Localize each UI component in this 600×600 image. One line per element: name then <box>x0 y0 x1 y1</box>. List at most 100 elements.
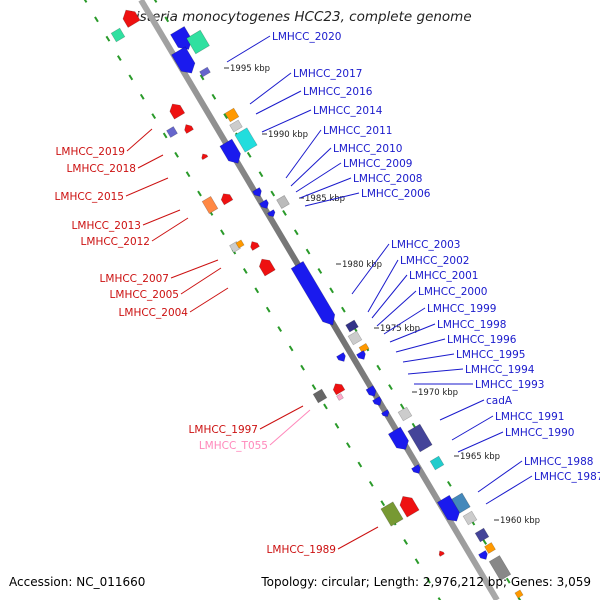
gene-feature <box>387 426 409 450</box>
gene-feature-shape <box>381 409 390 417</box>
leader-line <box>180 267 222 295</box>
gene-feature-shape <box>356 350 366 360</box>
tick-dot <box>517 597 522 600</box>
gene-feature <box>411 464 421 474</box>
gene-feature-shape <box>171 46 196 74</box>
leader-line <box>367 259 399 313</box>
tick-dot <box>482 539 488 545</box>
leader-line <box>249 72 292 105</box>
gene-feature-shape <box>488 555 512 581</box>
gene-label-minus: LMHCC_2015 <box>55 191 124 203</box>
leader-line <box>304 192 360 207</box>
gene-feature-shape <box>436 494 460 522</box>
gene-feature <box>110 27 126 43</box>
gene-feature-shape <box>186 29 210 55</box>
gene-label-plus: LMHCC_1999 <box>427 303 496 315</box>
leader-line <box>395 338 446 353</box>
gene-feature-shape <box>224 107 240 123</box>
gene-feature-shape <box>199 66 211 78</box>
gene-feature-shape <box>220 193 234 206</box>
gene-feature-shape <box>166 126 178 138</box>
gene-feature <box>365 385 377 397</box>
gene-feature-shape <box>110 27 126 43</box>
gene-feature <box>199 66 211 78</box>
tick-dot <box>185 171 191 178</box>
tick-dot <box>282 209 287 216</box>
leader-line <box>351 243 390 295</box>
tick-dot <box>223 113 228 120</box>
leader-line <box>137 154 164 169</box>
gene-label-plus: LMHCC_2010 <box>333 143 402 155</box>
gene-feature-shape <box>399 496 420 518</box>
tick-dot <box>414 558 420 565</box>
gene-feature <box>474 527 490 543</box>
tick-dot <box>305 248 311 255</box>
tick-label: 1960 kbp <box>500 516 540 526</box>
leader-line <box>451 415 494 441</box>
gene-feature <box>356 350 366 360</box>
tick-dot <box>128 74 134 81</box>
tick-dot <box>357 461 363 468</box>
tick-dot <box>426 577 431 584</box>
tick-dot <box>376 364 382 371</box>
gene-label-minus: LMHCC_2005 <box>110 289 179 301</box>
tick-dot <box>83 0 88 3</box>
leader-line <box>485 475 533 505</box>
gene-feature <box>381 409 390 417</box>
gene-feature <box>372 396 382 406</box>
gene-feature <box>397 406 413 422</box>
gene-label-plus: LMHCC_2020 <box>272 31 341 43</box>
leader-line <box>376 290 417 327</box>
gene-feature <box>184 124 194 134</box>
leader-line <box>226 35 271 63</box>
leader-line <box>371 274 408 319</box>
leader-line <box>170 259 219 279</box>
gene-label-minus: LMHCC_1997 <box>189 424 258 436</box>
gene-feature-shape <box>380 501 404 527</box>
gene-feature-shape <box>365 385 377 397</box>
gene-feature <box>380 501 404 527</box>
gene-feature <box>219 138 241 164</box>
gene-feature-shape <box>201 196 219 214</box>
tick-dot <box>94 16 99 23</box>
gene-feature-shape <box>312 388 328 404</box>
gene-feature-shape <box>229 119 243 133</box>
leader-line <box>439 399 485 421</box>
gene-feature-shape <box>259 199 269 209</box>
topology-text: Topology: circular; Length: 2,976,212 bp… <box>261 575 591 589</box>
tick-dot <box>254 287 260 294</box>
gene-label-pseudo: LMHCC_T055 <box>199 440 268 452</box>
gene-feature <box>429 455 445 471</box>
gene-feature-shape <box>184 124 194 134</box>
gene-label-plus: LMHCC_1993 <box>475 379 544 391</box>
label-leaders <box>125 35 533 550</box>
tick-dot <box>388 384 393 391</box>
gene-label-plus: LMHCC_2011 <box>323 125 392 137</box>
gene-label-plus: LMHCC_1996 <box>447 334 517 346</box>
gene-label-plus: LMHCC_2014 <box>313 105 383 117</box>
tick-dot <box>220 229 225 236</box>
tick-dot <box>105 35 111 42</box>
tick-label: 1995 kbp <box>230 64 270 74</box>
tick-dot <box>197 190 202 197</box>
leader-line <box>125 177 169 197</box>
tick-label: 1990 kbp <box>268 130 308 140</box>
gene-feature <box>235 239 245 249</box>
gene-feature <box>169 103 186 120</box>
gene-feature-shape <box>219 138 241 164</box>
tick-dot <box>153 0 158 3</box>
tick-label: 1985 kbp <box>305 194 345 204</box>
tick-dot <box>199 74 205 81</box>
gene-feature-shape <box>250 241 260 251</box>
gene-feature-shape <box>258 258 276 277</box>
gene-feature-shape <box>438 550 445 557</box>
tick-dot <box>265 306 271 313</box>
leader-line <box>383 307 426 335</box>
tick-dot <box>437 597 442 600</box>
leader-line <box>389 323 436 343</box>
tick-dot <box>277 326 283 332</box>
gene-feature <box>201 153 209 161</box>
gene-feature <box>514 589 524 599</box>
